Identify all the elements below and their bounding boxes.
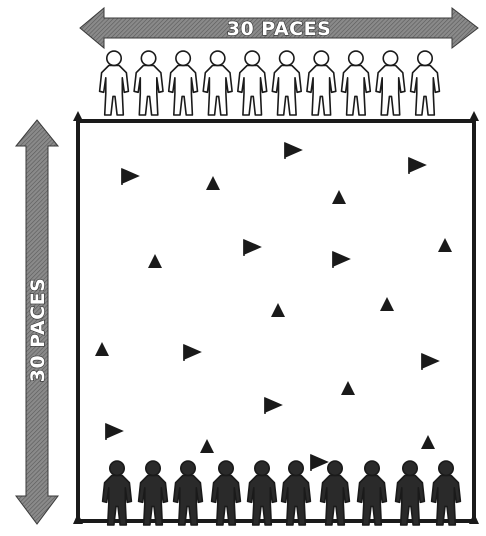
player-bottom-icon <box>396 461 425 525</box>
player-bottom-icon <box>139 461 168 525</box>
player-bottom-icon <box>174 461 203 525</box>
player-top-icon <box>100 51 129 115</box>
cone-icon <box>206 176 220 190</box>
cone-icon <box>332 190 346 204</box>
player-top-icon <box>307 51 336 115</box>
playing-field <box>73 111 479 524</box>
top-player-line <box>100 51 440 115</box>
player-top-icon <box>376 51 405 115</box>
player-top-icon <box>272 51 301 115</box>
flag-icon <box>184 345 200 361</box>
player-bottom-icon <box>103 461 132 525</box>
corner-cone-icon <box>469 513 479 524</box>
flag-icon <box>333 252 349 268</box>
player-top-icon <box>238 51 267 115</box>
cone-icon <box>148 254 162 268</box>
width-arrow: 30 PACES <box>80 8 478 48</box>
flag-icon <box>285 143 301 159</box>
cone-icon <box>380 297 394 311</box>
flag-icon <box>409 158 425 174</box>
player-top-icon <box>342 51 371 115</box>
player-bottom-icon <box>432 461 461 525</box>
height-arrow: 30 PACES <box>16 120 58 524</box>
player-bottom-icon <box>282 461 311 525</box>
player-bottom-icon <box>358 461 387 525</box>
player-top-icon <box>411 51 440 115</box>
flag-icon <box>122 169 138 185</box>
cone-icon <box>200 439 214 453</box>
player-top-icon <box>169 51 198 115</box>
player-bottom-icon <box>321 461 350 525</box>
flag-icon <box>311 455 327 471</box>
cone-icon <box>438 238 452 252</box>
player-bottom-icon <box>248 461 277 525</box>
corner-cone-icon <box>73 111 83 121</box>
height-label: 30 PACES <box>27 278 49 383</box>
cone-icon <box>421 435 435 449</box>
flag-icon <box>106 424 122 440</box>
cone-icon <box>271 303 285 317</box>
player-top-icon <box>203 51 232 115</box>
cone-markers <box>95 176 452 453</box>
cone-icon <box>95 342 109 356</box>
flag-icon <box>422 354 438 370</box>
cone-icon <box>341 381 355 395</box>
flag-icon <box>244 240 260 256</box>
corner-cone-icon <box>469 111 479 121</box>
width-label: 30 PACES <box>227 18 332 40</box>
flag-icon <box>265 398 281 414</box>
bottom-player-line <box>103 461 461 525</box>
corner-cone-icon <box>73 513 83 524</box>
player-top-icon <box>134 51 163 115</box>
player-bottom-icon <box>212 461 241 525</box>
